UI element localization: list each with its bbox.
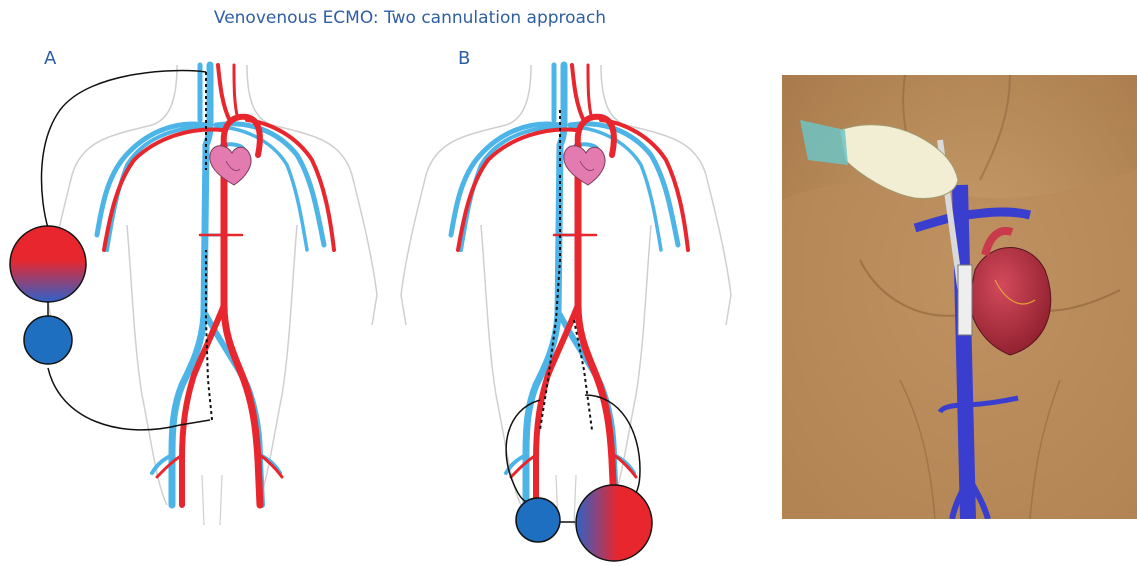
return-tubing <box>41 71 206 228</box>
vena-cava-shape <box>960 185 968 519</box>
oxygenator-icon-b <box>576 485 652 561</box>
chest-illustration <box>782 75 1137 519</box>
pump-icon <box>24 316 72 364</box>
panel-a-diagram <box>10 65 377 525</box>
panel-b-diagram <box>401 65 731 561</box>
pump-icon-b <box>516 498 560 542</box>
oxygenator-icon <box>10 226 86 302</box>
